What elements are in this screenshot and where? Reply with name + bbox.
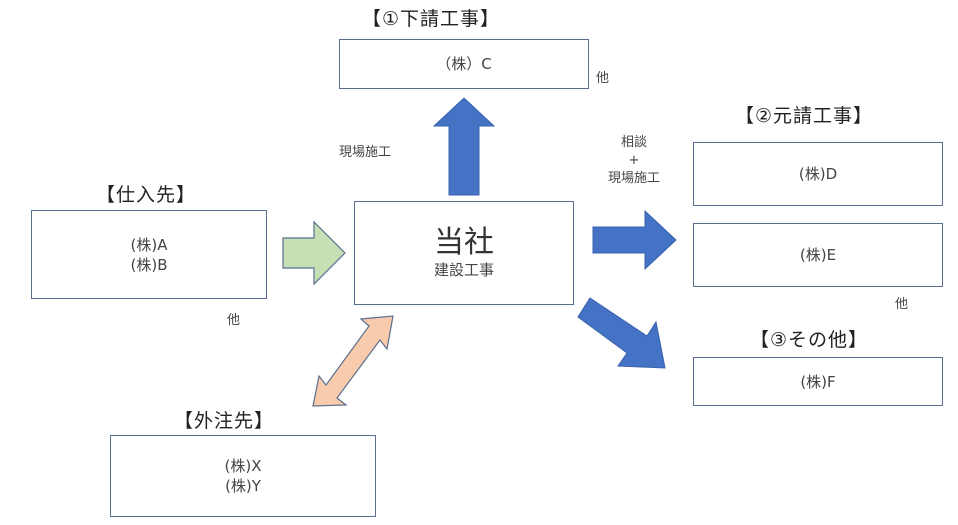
box-suppliers: (株)A (株)B xyxy=(31,210,267,299)
box-other-f: (株)F xyxy=(693,357,943,406)
subcontract-etc: 他 xyxy=(596,71,610,86)
right-arrow-label-line1: 相談 xyxy=(620,135,647,150)
right-arrow-label: 相談 + 現場施工 xyxy=(594,134,674,188)
up-arrow-label: 現場施工 xyxy=(339,145,392,160)
company-b: (株)B xyxy=(130,255,168,274)
arrow-to-other xyxy=(577,297,666,369)
prime-etc: 他 xyxy=(895,297,909,312)
right-arrow-label-line3: 現場施工 xyxy=(607,171,660,186)
company-x: (株)X xyxy=(224,457,262,475)
company-d: (株)D xyxy=(798,165,838,183)
own-company-subtitle: 建設工事 xyxy=(433,261,494,279)
heading-subcontract: 【①下請工事】 xyxy=(362,8,501,30)
box-prime-e: (株)E xyxy=(693,223,943,287)
box-outsource: (株)X (株)Y xyxy=(110,435,376,517)
heading-prime: 【②元請工事】 xyxy=(735,105,874,127)
company-y: (株)Y xyxy=(225,477,261,495)
box-subcontract: （株）C xyxy=(339,39,589,89)
own-company-title: 当社 xyxy=(434,225,494,260)
box-own-company: 当社 建設工事 xyxy=(354,201,574,305)
box-prime-d: (株)D xyxy=(693,142,943,206)
heading-suppliers: 【仕入先】 xyxy=(96,184,197,206)
company-c: （株）C xyxy=(436,55,492,73)
right-arrow-label-line2: + xyxy=(628,153,640,168)
arrow-to-prime xyxy=(592,209,677,271)
company-e: (株)E xyxy=(799,246,837,264)
arrow-bidirectional-outsource xyxy=(312,315,394,407)
arrow-from-suppliers xyxy=(282,220,346,286)
company-a: (株)A xyxy=(130,235,168,254)
arrow-up-to-subcontract xyxy=(432,97,496,196)
heading-outsource: 【外注先】 xyxy=(174,410,275,432)
suppliers-etc: 他 xyxy=(227,313,241,328)
heading-other: 【③その他】 xyxy=(750,329,869,351)
company-f: (株)F xyxy=(800,372,836,391)
